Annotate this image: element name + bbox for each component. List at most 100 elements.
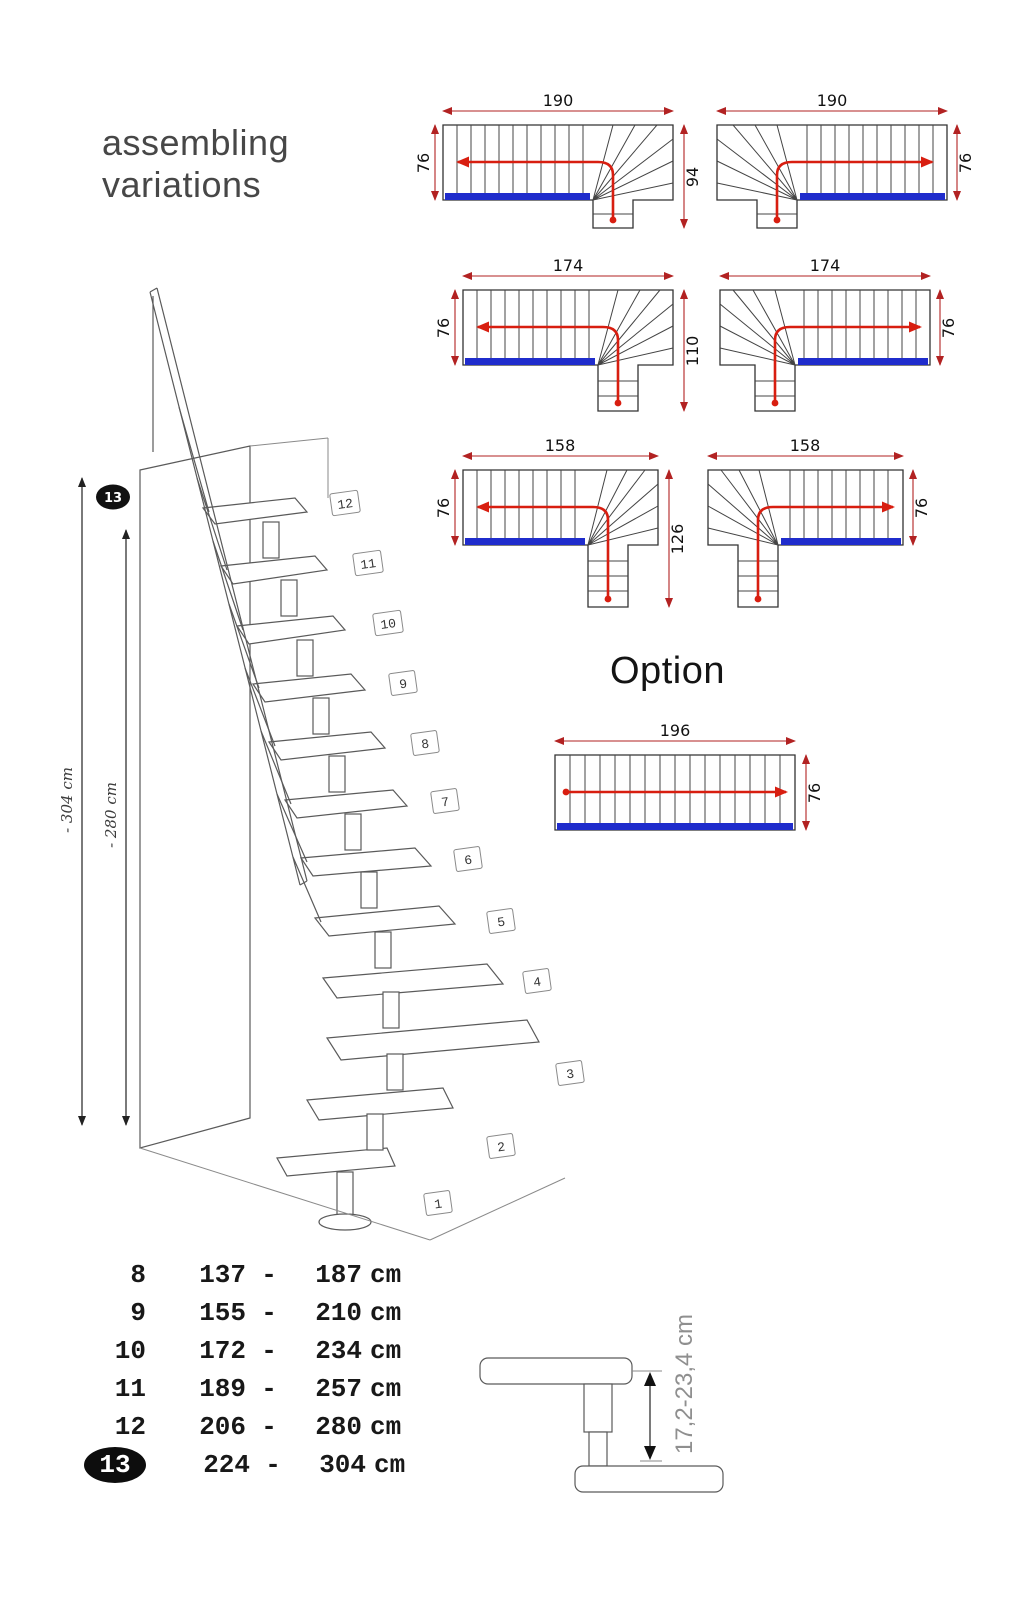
range-dash: - (265, 1450, 281, 1480)
handrail (149, 287, 308, 886)
staircase-isometric-drawing: - 304 cm - 280 cm (58, 287, 585, 1241)
step-tag-label: 2 (496, 1140, 506, 1156)
step-count-badge: 13 (84, 1447, 146, 1483)
dimension-label-top: 196 (660, 721, 691, 740)
step-tag-label: 10 (379, 616, 397, 633)
page-title-line2: variations (102, 164, 262, 206)
unit-label: cm (370, 1336, 402, 1366)
tread-3 (325, 1019, 540, 1061)
step-tag-label: 12 (336, 496, 354, 513)
base-foot (318, 1213, 372, 1231)
spine-post (344, 813, 362, 851)
step-tag-8: 8 (410, 730, 440, 756)
floorplan-158-left: 158 76 126 (434, 436, 687, 608)
dimension-label-total-height: - 304 cm (58, 767, 76, 833)
step-tag-label: 3 (565, 1067, 575, 1083)
step-count: 10 (114, 1336, 146, 1366)
table-row: 12 206 - 280 cm (88, 1408, 508, 1446)
step-tag-label: 7 (440, 795, 450, 811)
badge-ellipse (96, 484, 130, 510)
step-tag-label: 5 (496, 915, 506, 931)
travel-arrow (756, 501, 895, 599)
dimension-label-right: 76 (939, 318, 958, 338)
step-tag-12: 12 (329, 489, 361, 517)
step-tag-7: 7 (430, 788, 460, 814)
floorplan-158-right: 158 76 (707, 436, 931, 608)
dimension-label-top: 158 (790, 436, 821, 455)
step-tag-label: 11 (359, 556, 377, 573)
travel-arrow (476, 501, 610, 599)
floorplan-option-straight: 196 76 (554, 721, 824, 831)
stair-outline (442, 124, 674, 229)
dimension-label-right: 126 (668, 524, 687, 555)
spine-post (360, 871, 378, 909)
travel-arrow (476, 321, 620, 403)
tread-12 (201, 497, 309, 525)
floorplan-190-right: 190 76 (716, 91, 975, 229)
step-tag-label: 1 (433, 1196, 443, 1212)
step-tag-5: 5 (486, 908, 516, 934)
dimension-label-inner-height: - 280 cm (102, 782, 120, 848)
step-tag-2: 2 (486, 1133, 516, 1159)
travel-start-dot (562, 788, 570, 796)
tread-4 (321, 963, 505, 999)
post-outer-tube (583, 1383, 613, 1433)
spine-post (262, 521, 280, 559)
unit-label: cm (370, 1374, 402, 1404)
dimension-label-left: 76 (434, 318, 453, 338)
travel-start-dot (604, 595, 612, 603)
balusters (178, 406, 322, 923)
tread-8 (267, 731, 387, 761)
dimension-label-top: 174 (553, 256, 584, 275)
step-count: 11 (114, 1374, 146, 1404)
dimension-label-left: 76 (414, 153, 433, 173)
spine-post (366, 1113, 384, 1151)
travel-start-dot (609, 216, 617, 224)
dimension-label-top: 190 (817, 91, 848, 110)
badge-label: 13 (104, 491, 122, 506)
spine-posts-group (262, 521, 404, 1231)
min-height: 137 (199, 1260, 246, 1290)
tread-9 (251, 673, 367, 703)
max-height: 304 (319, 1450, 366, 1480)
floor-line (139, 1147, 566, 1241)
treads-group (201, 497, 540, 1177)
step-count: 12 (114, 1412, 146, 1442)
max-height: 234 (315, 1336, 362, 1366)
step-tag-10: 10 (372, 609, 404, 637)
max-height: 210 (315, 1298, 362, 1328)
unit-label: cm (370, 1260, 402, 1290)
step-tag-label: 6 (463, 853, 473, 869)
spine-post (374, 931, 392, 969)
step-tag-3: 3 (555, 1060, 585, 1086)
range-dash: - (261, 1260, 277, 1290)
post-inner-tube (588, 1431, 608, 1467)
tread-6 (299, 847, 433, 877)
travel-arrow (456, 156, 615, 220)
dimension-label-right: 76 (805, 783, 824, 803)
tread-7 (283, 789, 409, 819)
unit-label: cm (374, 1450, 406, 1480)
min-height: 172 (199, 1336, 246, 1366)
floorplan-174-right: 174 76 (719, 256, 958, 412)
dimension-label-top: 190 (543, 91, 574, 110)
step-tag-4: 4 (522, 968, 552, 994)
range-dash: - (261, 1374, 277, 1404)
spine-post (280, 579, 298, 617)
min-height: 155 (199, 1298, 246, 1328)
travel-start-dot (614, 399, 622, 407)
max-height: 280 (315, 1412, 362, 1442)
travel-arrow (775, 156, 934, 220)
option-heading: Option (610, 650, 725, 692)
table-row: 10 172 - 234 cm (88, 1332, 508, 1370)
floorplan-190-left: 190 76 94 (414, 91, 702, 229)
extension-ticks (632, 1370, 662, 1462)
tread-1 (276, 1147, 396, 1177)
stair-outline (716, 124, 948, 229)
step-tags-group: 12 11 10 9 8 7 6 5 (329, 489, 585, 1216)
min-height: 224 (203, 1450, 250, 1480)
range-dash: - (261, 1336, 277, 1366)
step-tag-9: 9 (388, 670, 418, 696)
lower-tread (574, 1465, 724, 1493)
